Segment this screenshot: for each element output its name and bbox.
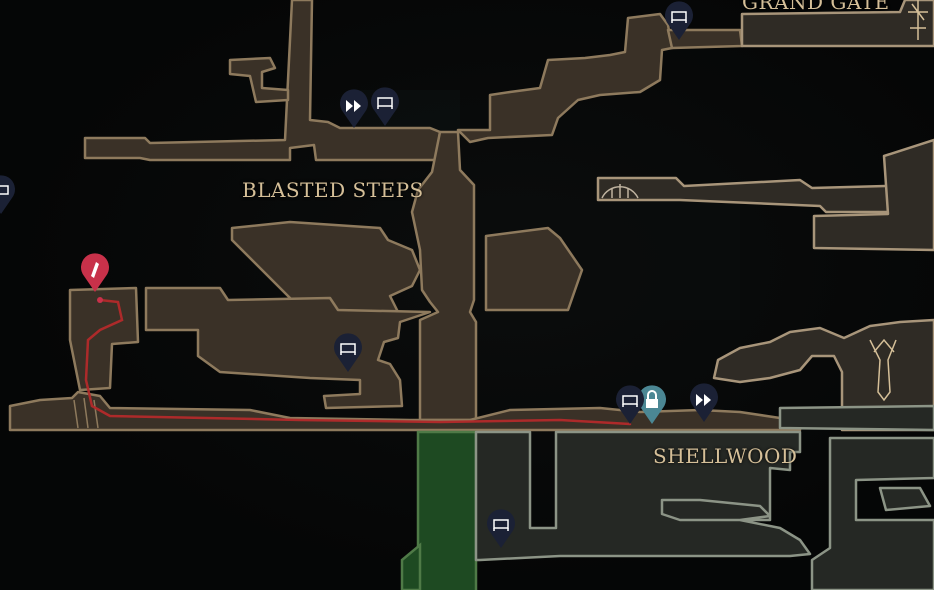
crest-decoration bbox=[869, 338, 897, 402]
room-right-arm bbox=[484, 226, 584, 312]
room-green-ledge bbox=[400, 542, 422, 590]
fast-travel-icon[interactable] bbox=[340, 89, 368, 128]
bench-icon[interactable] bbox=[616, 385, 644, 424]
room-central-shaft bbox=[410, 130, 478, 422]
player-route bbox=[84, 298, 632, 426]
room-upper-left-ledge bbox=[83, 0, 442, 162]
room-upper-left-nub bbox=[228, 56, 290, 104]
bench-icon[interactable] bbox=[334, 333, 362, 372]
bench-icon[interactable] bbox=[665, 1, 693, 41]
room-shellwood-lower bbox=[474, 430, 812, 562]
room-ground-floor bbox=[8, 390, 802, 432]
bench-icon[interactable] bbox=[0, 175, 16, 214]
compass-icon[interactable] bbox=[81, 253, 109, 303]
grand-gate-tree-decoration bbox=[908, 0, 928, 40]
room-shellwood-mid bbox=[778, 404, 934, 432]
shell-dome-decoration bbox=[601, 184, 639, 199]
room-shellwood-upper bbox=[712, 318, 934, 432]
room-east-upper-block bbox=[812, 138, 934, 252]
region-label-shellwood: SHELLWOOD bbox=[653, 444, 798, 468]
fast-travel-icon[interactable] bbox=[690, 383, 718, 422]
room-grand-gate bbox=[740, 0, 934, 48]
lock-icon[interactable] bbox=[638, 385, 666, 424]
room-green-shaft bbox=[416, 430, 478, 590]
stairs-hatching bbox=[73, 397, 99, 429]
room-blasted-steps-hall bbox=[144, 286, 432, 410]
room-upper-right-stair bbox=[456, 12, 674, 144]
room-shellwood-pit bbox=[878, 486, 932, 512]
room-west-tower bbox=[68, 286, 140, 392]
bench-icon[interactable] bbox=[371, 87, 399, 126]
room-shellwood-east-lower bbox=[810, 436, 934, 590]
region-label-blasted-steps: BLASTED STEPS bbox=[242, 178, 424, 202]
region-label-grand-gate: GRAND GATE bbox=[742, 0, 890, 14]
bench-icon[interactable] bbox=[487, 509, 515, 548]
